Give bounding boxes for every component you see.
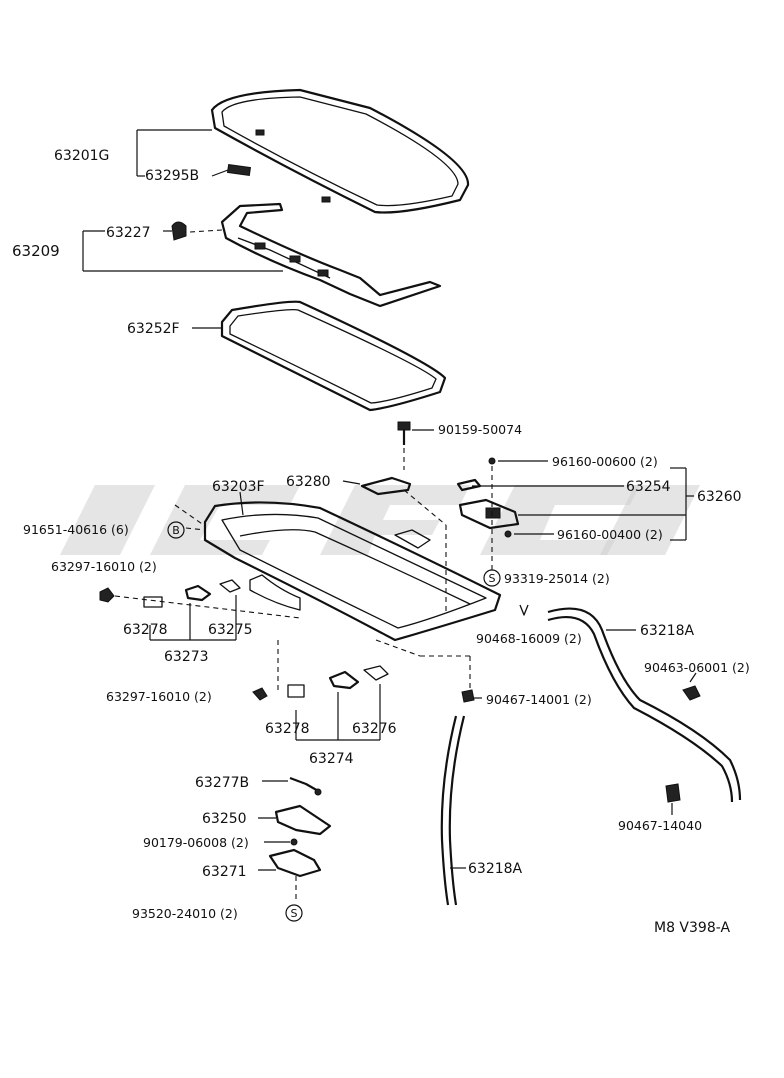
label-91651-40616[interactable]: 91651-40616 (6) <box>23 522 129 537</box>
clip-90467-14001 <box>461 689 475 703</box>
label-93319-25014[interactable]: 93319-25014 (2) <box>504 571 610 586</box>
bracket-63271-drawing <box>268 848 322 878</box>
label-63297-16010-upper[interactable]: 63297-16010 (2) <box>51 559 157 574</box>
svg-text:S: S <box>291 907 298 920</box>
label-63280[interactable]: 63280 <box>286 474 331 490</box>
bracket-63250-drawing <box>274 804 332 836</box>
bracket-63280-drawing <box>360 476 412 496</box>
label-90159-50074[interactable]: 90159-50074 <box>438 422 522 437</box>
label-63297-16010-lower[interactable]: 63297-16010 (2) <box>106 689 212 704</box>
label-90463-06001[interactable]: 90463-06001 (2) <box>644 660 750 675</box>
clip-90463 <box>682 685 701 701</box>
sunroof-housing-drawing <box>203 501 502 642</box>
label-63218a-front[interactable]: 63218A <box>468 861 523 877</box>
label-63273[interactable]: 63273 <box>164 649 209 665</box>
label-96160-00600[interactable]: 96160-00600 (2) <box>552 454 658 469</box>
left-lower-bracket-parts-drawing <box>252 665 389 701</box>
label-63218a-rear[interactable]: 63218A <box>640 623 695 639</box>
bracket-63227 <box>171 221 187 241</box>
label-63227[interactable]: 63227 <box>106 225 151 241</box>
label-90467-14040[interactable]: 90467-14040 <box>618 818 702 833</box>
watermark-logo <box>60 485 700 555</box>
nut-90179 <box>290 838 298 846</box>
drain-hose-rear-drawing <box>519 604 742 803</box>
label-63278-lower[interactable]: 63278 <box>265 721 310 737</box>
symbol-s-marker-93520: S <box>285 904 303 922</box>
label-63271[interactable]: 63271 <box>202 864 247 880</box>
label-63250[interactable]: 63250 <box>202 811 247 827</box>
drain-hose-front-drawing <box>440 715 466 906</box>
bracket-63295b <box>226 163 252 177</box>
label-63274[interactable]: 63274 <box>309 751 354 767</box>
motor-assembly-drawing <box>456 457 520 538</box>
label-63201g[interactable]: 63201G <box>54 148 109 164</box>
symbol-b-marker: B <box>167 521 185 539</box>
diagram-code: M8 V398-A <box>654 920 730 936</box>
label-93520-24010[interactable]: 93520-24010 (2) <box>132 906 238 921</box>
label-90179-06008[interactable]: 90179-06008 (2) <box>143 835 249 850</box>
symbol-s-marker-93319: S <box>483 569 501 587</box>
bolt-90159-drawing <box>397 421 411 445</box>
glass-reinforcement-drawing <box>171 202 442 308</box>
label-63276[interactable]: 63276 <box>352 721 397 737</box>
cable-63277b-drawing <box>289 776 322 796</box>
label-63254[interactable]: 63254 <box>626 479 671 495</box>
label-63260[interactable]: 63260 <box>697 489 742 505</box>
screw-96160-00400 <box>504 530 512 538</box>
label-96160-00400[interactable]: 96160-00400 (2) <box>557 527 663 542</box>
label-63275[interactable]: 63275 <box>208 622 253 638</box>
label-90467-14001[interactable]: 90467-14001 (2) <box>486 692 592 707</box>
label-63277b[interactable]: 63277B <box>195 775 249 791</box>
label-63278-upper[interactable]: 63278 <box>123 622 168 638</box>
svg-text:S: S <box>489 572 496 585</box>
label-90468-16009[interactable]: 90468-16009 (2) <box>476 631 582 646</box>
label-63209[interactable]: 63209 <box>12 242 60 260</box>
weatherstrip-drawing <box>220 300 447 412</box>
clamp-90467-14040 <box>665 783 681 803</box>
screw-96160-00600 <box>488 457 496 465</box>
svg-text:B: B <box>172 524 180 537</box>
label-63203f[interactable]: 63203F <box>212 479 265 495</box>
glass-panel-drawing <box>210 88 470 214</box>
label-63252f[interactable]: 63252F <box>127 321 180 337</box>
label-63295b[interactable]: 63295B <box>145 168 199 184</box>
